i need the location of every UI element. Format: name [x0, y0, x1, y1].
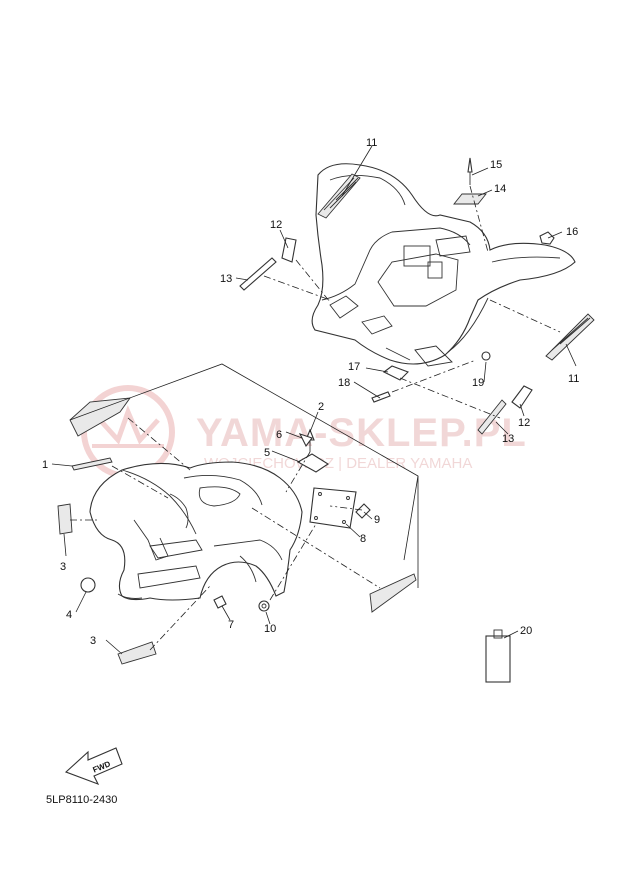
part-11-upper-decal: [317, 173, 361, 219]
callout-12-lower: 12: [518, 417, 530, 429]
diagram-code: 5LP8110-2430: [46, 794, 117, 806]
callout-20: 20: [520, 625, 532, 637]
part-15-screw: [467, 157, 473, 185]
callout-7: 7: [228, 619, 234, 631]
part-4-emblem: [80, 577, 96, 593]
callout-19: 19: [472, 377, 484, 389]
callout-18: 18: [338, 377, 350, 389]
assembly-lines: [70, 185, 561, 651]
watermark-title: YAMA-SKLEP.PL: [196, 411, 527, 455]
callout-6: 6: [276, 429, 282, 441]
part-8-plate: [309, 487, 357, 529]
callouts: 11 15 14 16 12 13 11 17 18 19 12 13 2 6 …: [42, 137, 579, 647]
callout-17: 17: [348, 361, 360, 373]
part-16-nut: [539, 231, 555, 245]
callout-11-lower: 11: [568, 373, 579, 385]
part-3-lower-decal: [117, 641, 157, 665]
callout-16: 16: [566, 226, 578, 238]
part-13-lower-strip: [477, 399, 507, 435]
front-decal-left: [69, 397, 131, 437]
leader-lines: [51, 145, 577, 655]
callout-9: 9: [374, 514, 380, 526]
part-17-plate: [382, 365, 409, 381]
callout-15: 15: [490, 159, 502, 171]
callout-14: 14: [494, 183, 506, 195]
part-1-decal: [71, 457, 113, 471]
bounding-frame: [69, 363, 419, 588]
part-19-clip: [481, 351, 491, 361]
front-fender: [89, 461, 303, 601]
part-3-upper-decal: [57, 503, 73, 535]
callout-5: 5: [264, 447, 270, 459]
fwd-arrow-icon: FWD: [64, 747, 123, 786]
part-9-bolt: [355, 503, 371, 519]
callout-3-lower: 3: [90, 635, 96, 647]
part-10-washer: [258, 600, 270, 612]
callout-13-upper: 13: [220, 273, 232, 285]
part-18-screw: [371, 391, 391, 403]
part-14-label: [453, 193, 487, 205]
part-11-lower-decal: [545, 313, 595, 361]
part-6-screw: [298, 433, 313, 448]
callout-2: 2: [318, 401, 324, 413]
part-12-lower-reflector: [511, 385, 533, 409]
callout-13-lower: 13: [502, 433, 514, 445]
watermark-subtitle: WOJCIECHOWICZ | DEALER YAMAHA: [204, 455, 472, 472]
callout-10: 10: [264, 623, 276, 635]
callout-3-upper: 3: [60, 561, 66, 573]
callout-4: 4: [66, 609, 72, 621]
callout-12-upper: 12: [270, 219, 282, 231]
part-7-grommet: [213, 595, 227, 609]
part-13-upper-strip: [239, 257, 277, 291]
callout-8: 8: [360, 533, 366, 545]
part-12-upper-reflector: [281, 237, 297, 263]
front-decal-right: [369, 573, 417, 613]
watermark: YAMA-SKLEP.PL WOJCIECHOWICZ | DEALER YAM…: [81, 385, 527, 479]
callout-1: 1: [42, 459, 48, 471]
rear-fender: [311, 163, 576, 367]
callout-11-upper: 11: [366, 137, 377, 149]
part-20-card: [485, 629, 511, 683]
